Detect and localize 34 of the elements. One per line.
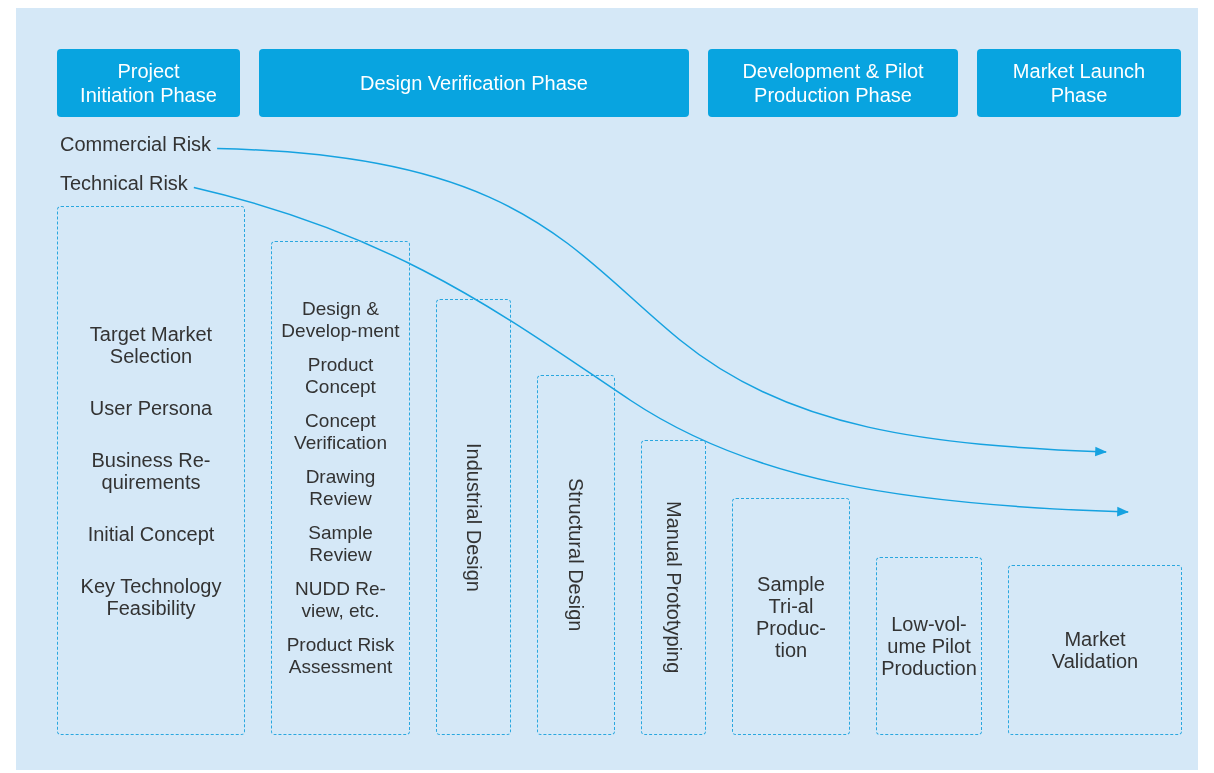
activity-text: User Persona (89, 396, 213, 419)
activity-panel (537, 375, 615, 735)
activity-text: Low-vol-ume Pilot Production (880, 613, 978, 679)
activity-panel (436, 299, 511, 735)
activity-panel (1008, 565, 1182, 735)
activity-text: Sample Review (307, 522, 374, 566)
activity-text: Market Validation (1050, 628, 1140, 672)
activity-panel (57, 206, 245, 735)
risk-curve-arrow (216, 147, 1108, 457)
activity-text: Drawing Review (304, 466, 377, 510)
activity-text: Manual Prototyping (662, 501, 685, 674)
risk-curve-arrow (193, 186, 1130, 517)
activity-panel (271, 241, 410, 735)
risk-label: Technical Risk (60, 172, 188, 195)
activity-panel (876, 557, 982, 735)
activity-text: Business Re-quirements (90, 448, 212, 493)
activity-text: Design & Develop-ment (280, 298, 401, 342)
activity-panel (641, 440, 706, 735)
activity-text: Target Market Selection (88, 322, 214, 367)
activity-panel (732, 498, 850, 735)
activity-text: Initial Concept (87, 522, 215, 545)
activity-text: Key Technology Feasibility (80, 574, 222, 619)
activity-text: Sample Tri-al Produc-tion (755, 572, 827, 661)
phase-header: Project Initiation Phase (57, 49, 240, 117)
phase-header: Market Launch Phase (977, 49, 1181, 117)
activity-text: Product Concept (304, 354, 377, 398)
activity-text: Product Risk Assessment (285, 634, 396, 678)
activity-text: Concept Verification (293, 410, 388, 454)
activity-text: Structural Design (565, 478, 587, 632)
activity-text: NUDD Re-view, etc. (294, 578, 387, 622)
phase-header: Development & Pilot Production Phase (708, 49, 958, 117)
risk-label: Commercial Risk (60, 133, 212, 156)
activity-text: Industrial Design (462, 442, 485, 592)
phase-header: Design Verification Phase (259, 49, 689, 117)
